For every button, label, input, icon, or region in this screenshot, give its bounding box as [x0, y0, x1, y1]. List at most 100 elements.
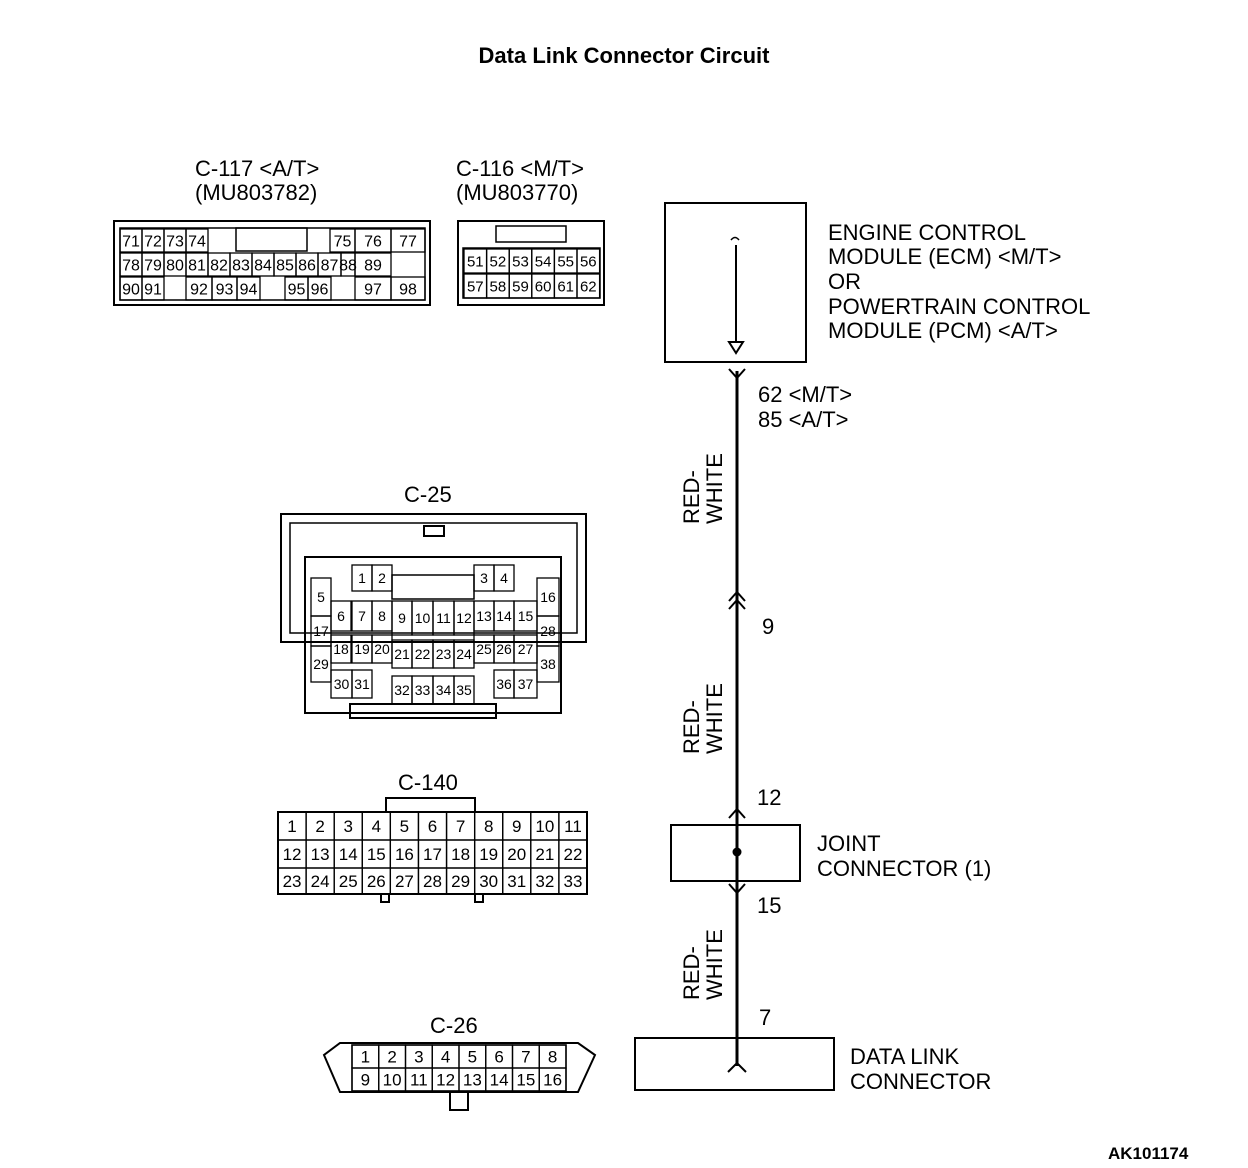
c117-pin-77-cell — [390, 228, 426, 253]
c25-pin-4: 4 — [500, 570, 508, 586]
c117-pin-89: 89 — [364, 257, 382, 274]
c117-pin-79: 79 — [144, 257, 162, 274]
dlc-line-2: CONNECTOR — [850, 1069, 992, 1094]
c26-name: C-26 — [430, 1013, 478, 1038]
c117-pin-98: 98 — [399, 281, 417, 298]
c117-pin-93: 93 — [216, 281, 234, 298]
c117-pin-76: 76 — [364, 233, 382, 250]
c140-pin-19: 19 — [479, 845, 498, 864]
c26-pin-10: 10 — [383, 1071, 402, 1090]
c26-pin-4: 4 — [441, 1048, 450, 1067]
c140-pin-31: 31 — [507, 872, 526, 891]
c140-pin-6: 6 — [428, 817, 437, 836]
c25-pin-3: 3 — [480, 570, 488, 586]
c140-pin-33: 33 — [563, 872, 582, 891]
c117-pin-74-cell — [185, 228, 209, 253]
c117-pin-85: 85 — [276, 257, 294, 274]
c117-pin-72: 72 — [144, 233, 162, 250]
c117-pin-94: 94 — [240, 281, 258, 298]
c117-pin-73: 73 — [166, 233, 184, 250]
ecm-line-1: ENGINE CONTROL — [828, 220, 1027, 245]
c25-pin-18: 18 — [333, 641, 349, 657]
c26-pin-14: 14 — [490, 1071, 509, 1090]
joint-top-mark — [728, 807, 746, 819]
dlc-box — [634, 1037, 835, 1091]
c25-pin-28: 28 — [540, 623, 556, 639]
c26-pin-12: 12 — [436, 1071, 455, 1090]
c140-pin-18: 18 — [451, 845, 470, 864]
figure-code: AK101174 — [1108, 1144, 1189, 1163]
c140-pin-4: 4 — [372, 817, 381, 836]
c116-pin-62-cell — [576, 273, 601, 299]
c116-pin-52: 52 — [490, 253, 507, 270]
c140-pin-21: 21 — [535, 845, 554, 864]
c25-pin-32: 32 — [394, 682, 410, 698]
c140-pin-1: 1 — [287, 817, 296, 836]
pin-7-label: 7 — [759, 1005, 772, 1030]
c116-pin-56: 56 — [580, 253, 597, 270]
c26-pin-5: 5 — [468, 1048, 477, 1067]
c26-pin-9: 9 — [361, 1071, 370, 1090]
c117-pin-92: 92 — [190, 281, 208, 298]
c140-pin-25: 25 — [339, 872, 358, 891]
c117-pin-91: 91 — [144, 281, 162, 298]
pin-9-label: 9 — [762, 614, 775, 639]
c140-pin-22: 22 — [563, 845, 582, 864]
c117-pin-88: 88 — [339, 257, 357, 274]
c25-name: C-25 — [404, 482, 452, 507]
c25-pin-12: 12 — [456, 610, 472, 626]
c117-pin-86: 86 — [298, 257, 316, 274]
c25-pin-30: 30 — [334, 676, 350, 692]
c25-pin-27: 27 — [518, 641, 534, 657]
c116-pin-54: 54 — [535, 253, 552, 270]
dlc-line-1: DATA LINK — [850, 1044, 960, 1069]
c25-pin-29-cell — [310, 645, 332, 683]
c117-pin-91-cell — [141, 276, 165, 301]
c25-pin-10: 10 — [415, 610, 431, 626]
joint-bottom-mark — [728, 883, 746, 895]
c117-pin-97: 97 — [364, 281, 382, 298]
ecm-terminal-arrow — [727, 341, 745, 355]
c117-pin-77: 77 — [399, 233, 417, 250]
c25-pin-14: 14 — [496, 608, 512, 624]
c140-pin-20: 20 — [507, 845, 526, 864]
c140-pin-2: 2 — [315, 817, 324, 836]
c140-pin-17: 17 — [423, 845, 442, 864]
joint-splice-dot — [732, 847, 742, 857]
ecm-pin-mt: 62 <M/T> — [758, 382, 853, 407]
c117-pin-75: 75 — [334, 233, 352, 250]
pin-12-label: 12 — [757, 785, 782, 810]
c140-name: C-140 — [398, 770, 458, 795]
c140-pin-32: 32 — [535, 872, 554, 891]
c116-pin-57: 57 — [467, 278, 484, 295]
c140-pin-13: 13 — [311, 845, 330, 864]
c26-pin-7: 7 — [521, 1048, 530, 1067]
c140-pin-28: 28 — [423, 872, 442, 891]
c25-pin-13: 13 — [476, 608, 492, 624]
c116-name: C-116 <M/T> — [456, 156, 584, 181]
c117-pin-98-cell — [390, 276, 426, 301]
c116-pin-53: 53 — [512, 253, 529, 270]
c116-pin-62: 62 — [580, 278, 597, 295]
c117-part: (MU803782) — [195, 180, 318, 205]
c140-pin-9: 9 — [512, 817, 521, 836]
c140-pin-14: 14 — [339, 845, 358, 864]
ecm-line-5: MODULE (PCM) <A/T> — [828, 318, 1058, 343]
c116-pin-61: 61 — [557, 278, 574, 295]
ecm-line-4: POWERTRAIN CONTROL — [828, 294, 1091, 319]
c25-pin-25: 25 — [476, 641, 492, 657]
c25-pin-19: 19 — [354, 641, 370, 657]
diagram-title: Data Link Connector Circuit — [478, 43, 770, 68]
ecm-pin-at: 85 <A/T> — [758, 407, 849, 432]
c116-pin-58: 58 — [490, 278, 507, 295]
c25-pin-23: 23 — [436, 646, 452, 662]
c140-pin-7: 7 — [456, 817, 465, 836]
c140-pin-12: 12 — [283, 845, 302, 864]
c25-pin-20: 20 — [374, 641, 390, 657]
c25-pin-2: 2 — [378, 570, 386, 586]
c26-pin-1: 1 — [361, 1048, 370, 1067]
c117-pin-81: 81 — [188, 257, 206, 274]
c117-pin-82: 82 — [210, 257, 228, 274]
c26-pin-13: 13 — [463, 1071, 482, 1090]
c117-pin-95: 95 — [288, 281, 306, 298]
